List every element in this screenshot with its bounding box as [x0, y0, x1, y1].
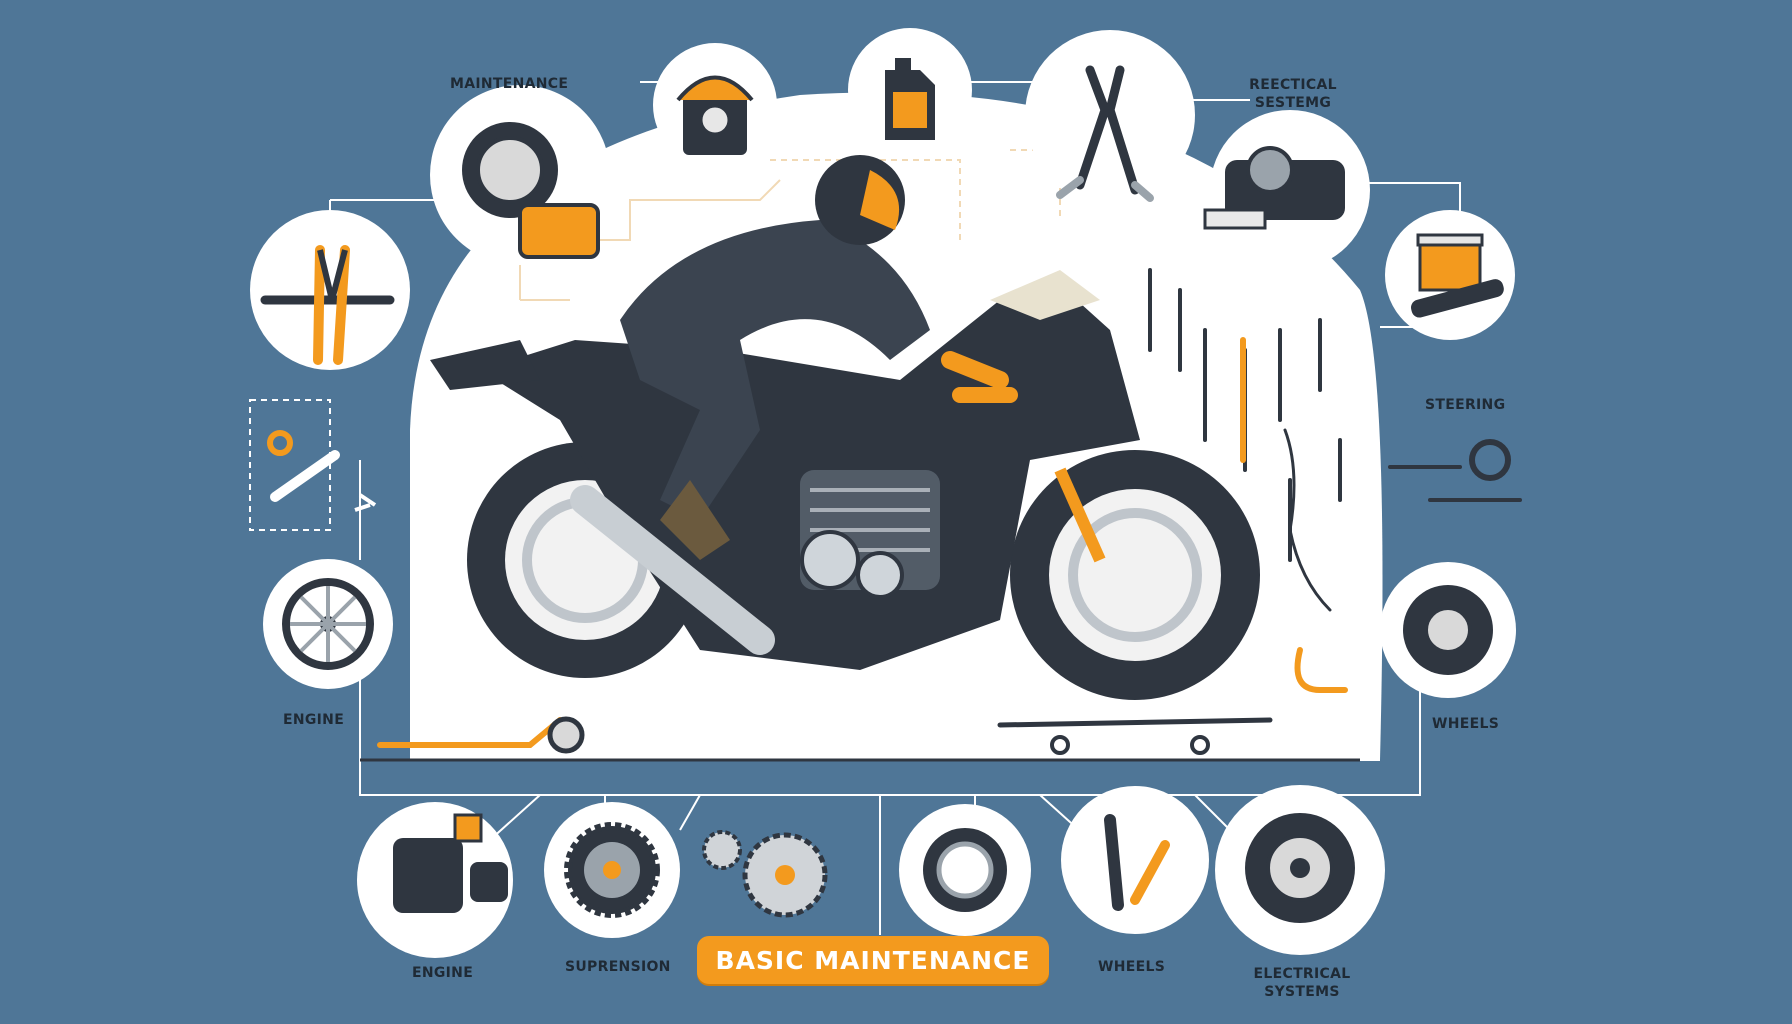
- motorcycle-icon: [430, 155, 1260, 700]
- gear-wrench-icon: [267, 430, 377, 512]
- label-electrical-line2: SYSTEMS: [1264, 984, 1340, 1000]
- pliers-icon: [1025, 30, 1195, 202]
- stands: [377, 716, 1273, 755]
- label-electrical-line1: ELECTRICAL: [1253, 966, 1351, 982]
- sprocket-icon: [544, 802, 680, 938]
- label-electrical-top: REECTICAL SESTEMG: [1249, 77, 1337, 111]
- electrical-wheel-icon: [1215, 785, 1385, 955]
- label-steering: STEERING: [1425, 397, 1506, 413]
- gears-icon: [702, 830, 828, 918]
- grease-tub-icon: [1385, 210, 1515, 340]
- label-maintenance: MAINTENANCE: [450, 76, 569, 92]
- tool-rack: [1148, 268, 1522, 693]
- gauge-icon: [653, 43, 777, 167]
- basic-maintenance-badge: BASIC MAINTENANCE: [697, 936, 1049, 984]
- engine-part-icon: [430, 85, 610, 265]
- bearing-icon: [899, 804, 1031, 936]
- label-engine-bottom: ENGINE: [412, 965, 474, 981]
- wrench-spark-icon: [1061, 786, 1209, 934]
- engine-bottom-icon: [357, 802, 513, 958]
- wheel-icon: [263, 559, 393, 689]
- label-wheels-bottom: WHEELS: [1098, 959, 1166, 975]
- oil-bottle-icon: [848, 28, 972, 152]
- brake-caliper-icon: [1203, 110, 1370, 270]
- label-wheels-right: WHEELS: [1432, 716, 1500, 732]
- dashed-frame: [249, 399, 331, 531]
- label-suspension-bottom: SUPRENSION: [565, 959, 671, 975]
- label-engine-left: ENGINE: [283, 712, 345, 728]
- tire-icon: [1380, 562, 1516, 698]
- wrench-pliers-icon: [250, 210, 410, 370]
- label-electrical-bottom: ELECTRICAL SYSTEMS: [1238, 965, 1366, 1001]
